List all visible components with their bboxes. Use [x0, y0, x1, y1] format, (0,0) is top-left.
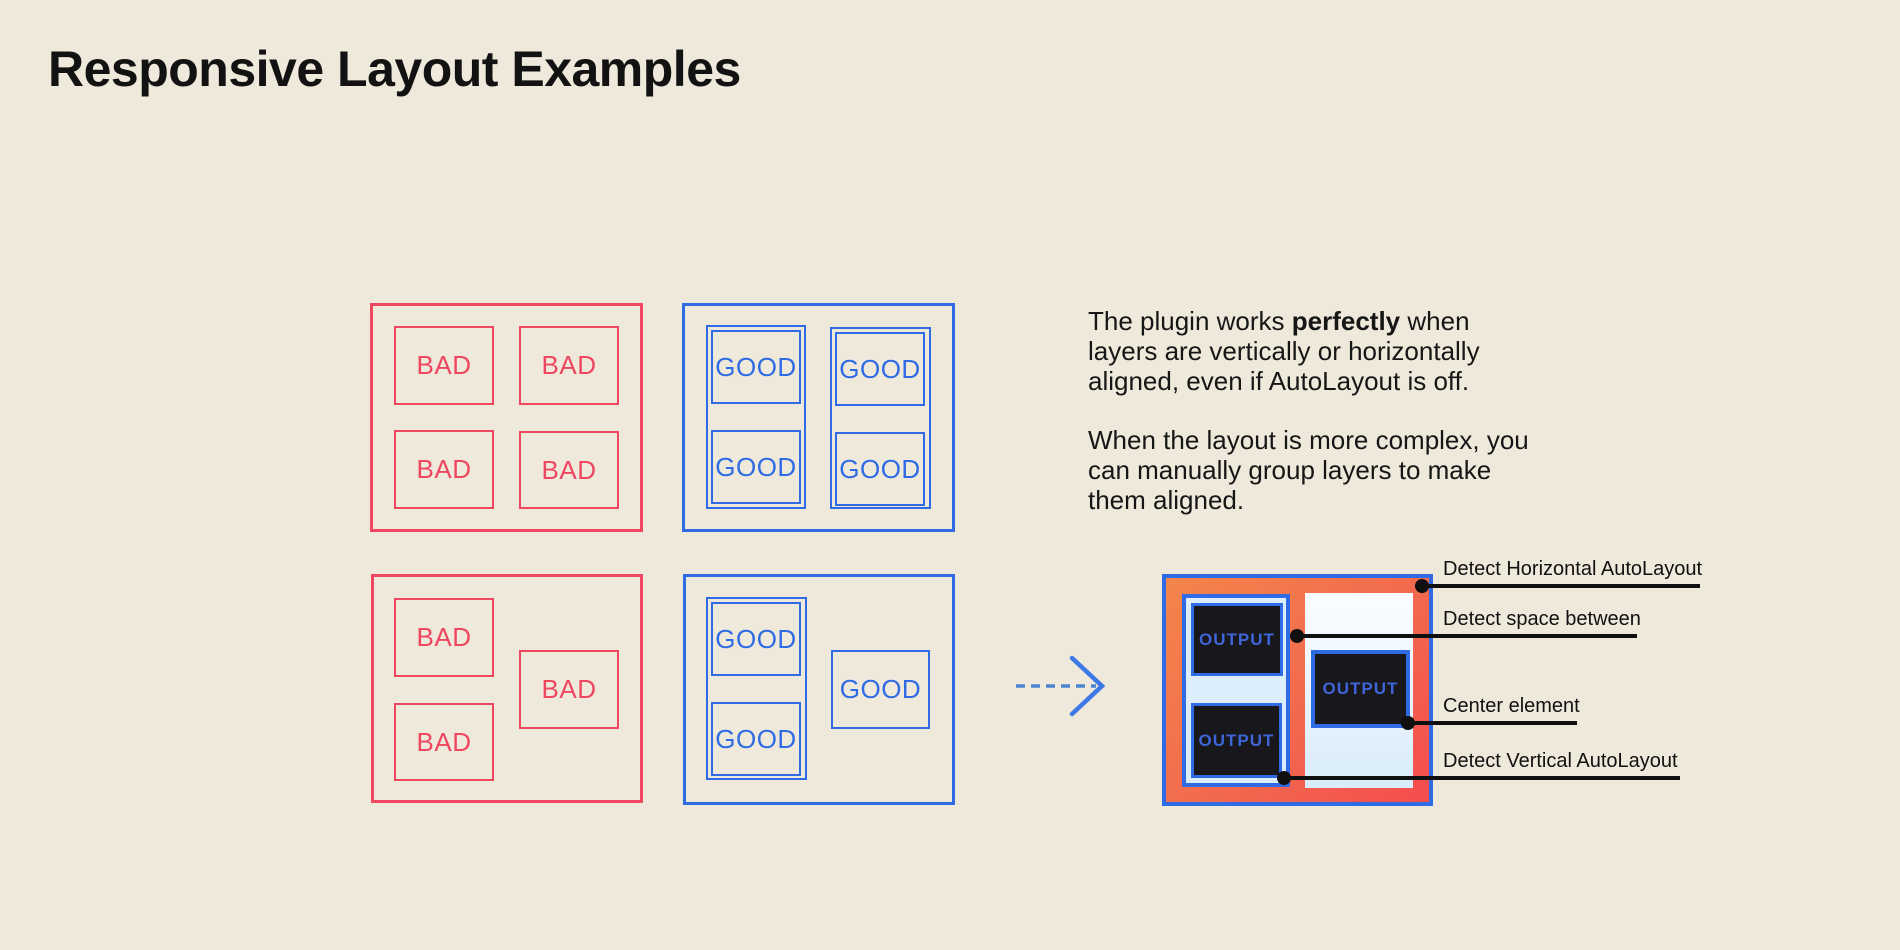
good-label: GOOD [715, 723, 797, 754]
output-label: OUTPUT [1322, 679, 1399, 698]
bad-box: BAD [394, 598, 494, 677]
callout-line [1408, 721, 1577, 725]
page-title: Responsive Layout Examples [48, 41, 741, 97]
good-box: GOOD [835, 332, 925, 406]
good-box: GOOD [711, 602, 801, 676]
good-label: GOOD [715, 351, 797, 382]
callout-line [1284, 776, 1680, 780]
bad-label: BAD [416, 350, 472, 380]
vertical-autolayout-panel: OUTPUT OUTPUT [1182, 594, 1290, 787]
callout-line [1297, 634, 1637, 638]
good-box: GOOD [711, 702, 801, 776]
description-line: aligned, even if AutoLayout is off. [1088, 366, 1470, 396]
arrow-right-icon [1016, 655, 1106, 717]
callout-label-horizontal-autolayout: Detect Horizontal AutoLayout [1443, 558, 1703, 580]
description-text-segment: when [1400, 306, 1470, 336]
good-column-group: GOOD GOOD [706, 597, 807, 780]
good-box: GOOD [831, 650, 930, 729]
description-line: When the layout is more complex, you [1088, 425, 1529, 455]
description-line: can manually group layers to make [1088, 455, 1492, 485]
description-line: them aligned. [1088, 485, 1245, 515]
center-element-panel: OUTPUT [1305, 593, 1413, 788]
bad-label: BAD [541, 454, 597, 485]
good-group-grid: GOOD GOOD GOOD GOOD [682, 303, 955, 532]
good-label: GOOD [839, 674, 922, 704]
good-column-group: GOOD GOOD [830, 327, 931, 509]
callout-label-center-element: Center element [1443, 695, 1580, 717]
bad-box: BAD [519, 650, 619, 729]
good-label: GOOD [839, 353, 921, 384]
output-frame: OUTPUT OUTPUT OUTPUT [1162, 574, 1433, 806]
description-bold-word: perfectly [1291, 306, 1401, 336]
bad-box: BAD [394, 703, 494, 781]
description-line: The plugin works perfectly when [1088, 306, 1558, 336]
good-box: GOOD [711, 330, 801, 404]
description-line: layers are vertically or horizontally [1088, 336, 1480, 366]
bad-label: BAD [541, 674, 597, 704]
callout-line [1422, 584, 1700, 588]
good-group-scattered: GOOD GOOD GOOD [683, 574, 955, 805]
output-label: OUTPUT [1199, 629, 1275, 649]
output-box: OUTPUT [1311, 650, 1410, 728]
bad-box: BAD [394, 326, 494, 405]
bad-box: BAD [394, 430, 494, 509]
callout-label-space-between: Detect space between [1443, 608, 1641, 630]
paragraph-gap [1088, 396, 1558, 425]
good-box: GOOD [711, 430, 801, 504]
bad-group-grid: BAD BAD BAD BAD [370, 303, 643, 532]
bad-box: BAD [519, 326, 619, 405]
callout-label-vertical-autolayout: Detect Vertical AutoLayout [1443, 750, 1678, 772]
good-label: GOOD [715, 451, 797, 482]
bad-label: BAD [416, 726, 472, 757]
bad-group-scattered: BAD BAD BAD [371, 574, 643, 803]
description-text: The plugin works perfectly when layers a… [1088, 306, 1558, 515]
output-box: OUTPUT [1191, 703, 1282, 778]
output-label: OUTPUT [1198, 730, 1275, 750]
bad-label: BAD [416, 454, 472, 484]
bad-box: BAD [519, 431, 619, 509]
good-column-group: GOOD GOOD [706, 325, 806, 509]
bad-label: BAD [541, 350, 597, 380]
description-text-segment: The plugin works [1088, 306, 1292, 336]
good-label: GOOD [839, 453, 921, 484]
good-box: GOOD [835, 432, 925, 506]
good-label: GOOD [715, 623, 797, 654]
bad-label: BAD [416, 622, 472, 652]
output-box: OUTPUT [1191, 603, 1283, 676]
